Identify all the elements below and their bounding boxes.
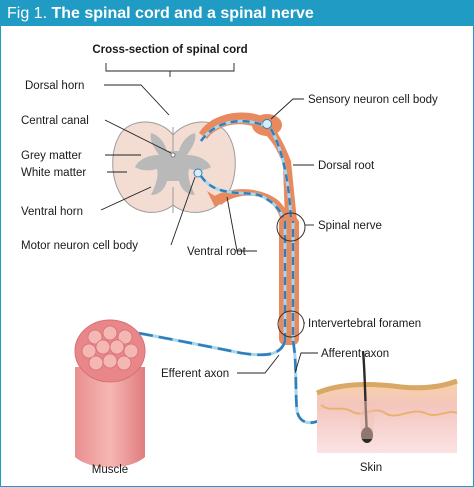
motor-neuron-cell-body — [193, 168, 203, 178]
muscle-fascicles — [81, 325, 139, 371]
muscle-illustration — [74, 319, 146, 468]
label-ventral-horn: Ventral horn — [21, 206, 83, 218]
label-dorsal-root: Dorsal root — [318, 160, 375, 172]
label-motor-neuron-cell-body: Motor neuron cell body — [21, 240, 138, 252]
label-sensory-neuron-cell-body: Sensory neuron cell body — [308, 94, 438, 106]
spinal-cord-cross-section — [112, 121, 236, 213]
label-dorsal-horn: Dorsal horn — [25, 80, 84, 92]
label-afferent-axon: Afferent axon — [321, 348, 389, 360]
leader-lines — [100, 84, 318, 374]
label-central-canal: Central canal — [21, 115, 89, 127]
label-spinal-nerve: Spinal nerve — [318, 220, 382, 232]
label-efferent-axon: Efferent axon — [161, 368, 229, 380]
label-muscle: Muscle — [92, 464, 128, 476]
sensory-neuron-cell-body — [262, 119, 272, 129]
label-white-matter: White matter — [21, 167, 86, 179]
figure-number: Fig 1. — [7, 5, 48, 22]
skin-illustration — [316, 350, 458, 453]
label-skin: Skin — [360, 462, 382, 474]
label-grey-matter: Grey matter — [21, 150, 82, 162]
figure-title-bar: Fig 1. The spinal cord and a spinal nerv… — [1, 1, 473, 26]
dorsal-root — [199, 112, 297, 222]
label-ventral-root: Ventral root — [187, 246, 247, 258]
cross-section-heading: Cross-section of spinal cord — [92, 44, 247, 56]
figure-title: The spinal cord and a spinal nerve — [51, 5, 314, 22]
label-intervertebral-foramen: Intervertebral foramen — [308, 318, 421, 330]
central-canal — [170, 152, 176, 158]
grey-matter-region — [135, 133, 211, 195]
spinal-nerve — [276, 212, 306, 345]
intervertebral-foramen-circle — [277, 310, 305, 338]
cross-section-bracket — [105, 63, 235, 77]
ventral-root — [199, 175, 289, 226]
spinal-nerve-circle — [276, 212, 306, 242]
